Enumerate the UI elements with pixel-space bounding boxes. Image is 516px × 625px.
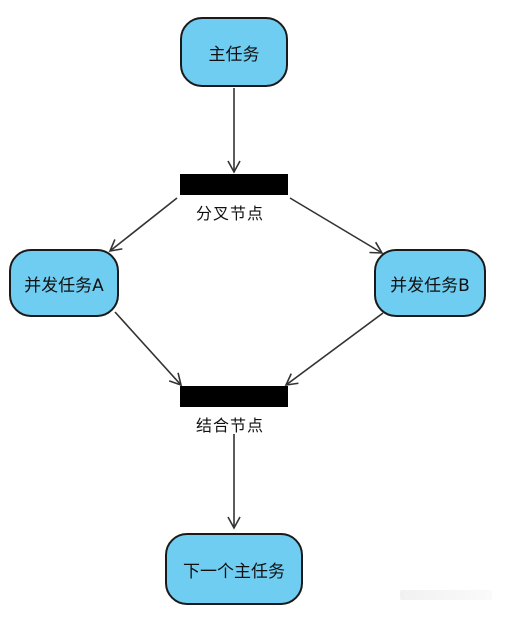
node-main-task: 主任务 xyxy=(180,17,288,87)
fork-label: 分叉节点 xyxy=(196,204,265,223)
node-concurrent-a: 并发任务A xyxy=(9,249,119,317)
fork-bar xyxy=(180,174,288,195)
node-next-main-task-label: 下一个主任务 xyxy=(183,561,285,582)
edge-fork-to-a xyxy=(108,197,178,253)
node-next-main-task: 下一个主任务 xyxy=(165,533,303,605)
watermark-blur xyxy=(400,590,492,600)
node-concurrent-a-label: 并发任务A xyxy=(24,275,104,296)
edge-a-to-join xyxy=(114,311,183,387)
join-label: 结合节点 xyxy=(196,416,265,435)
edge-fork-to-b xyxy=(289,197,384,254)
join-bar xyxy=(180,386,288,407)
node-concurrent-b: 并发任务B xyxy=(374,249,486,317)
node-concurrent-b-label: 并发任务B xyxy=(390,275,470,296)
node-main-task-label: 主任务 xyxy=(208,44,260,65)
edge-b-to-join xyxy=(284,312,384,386)
